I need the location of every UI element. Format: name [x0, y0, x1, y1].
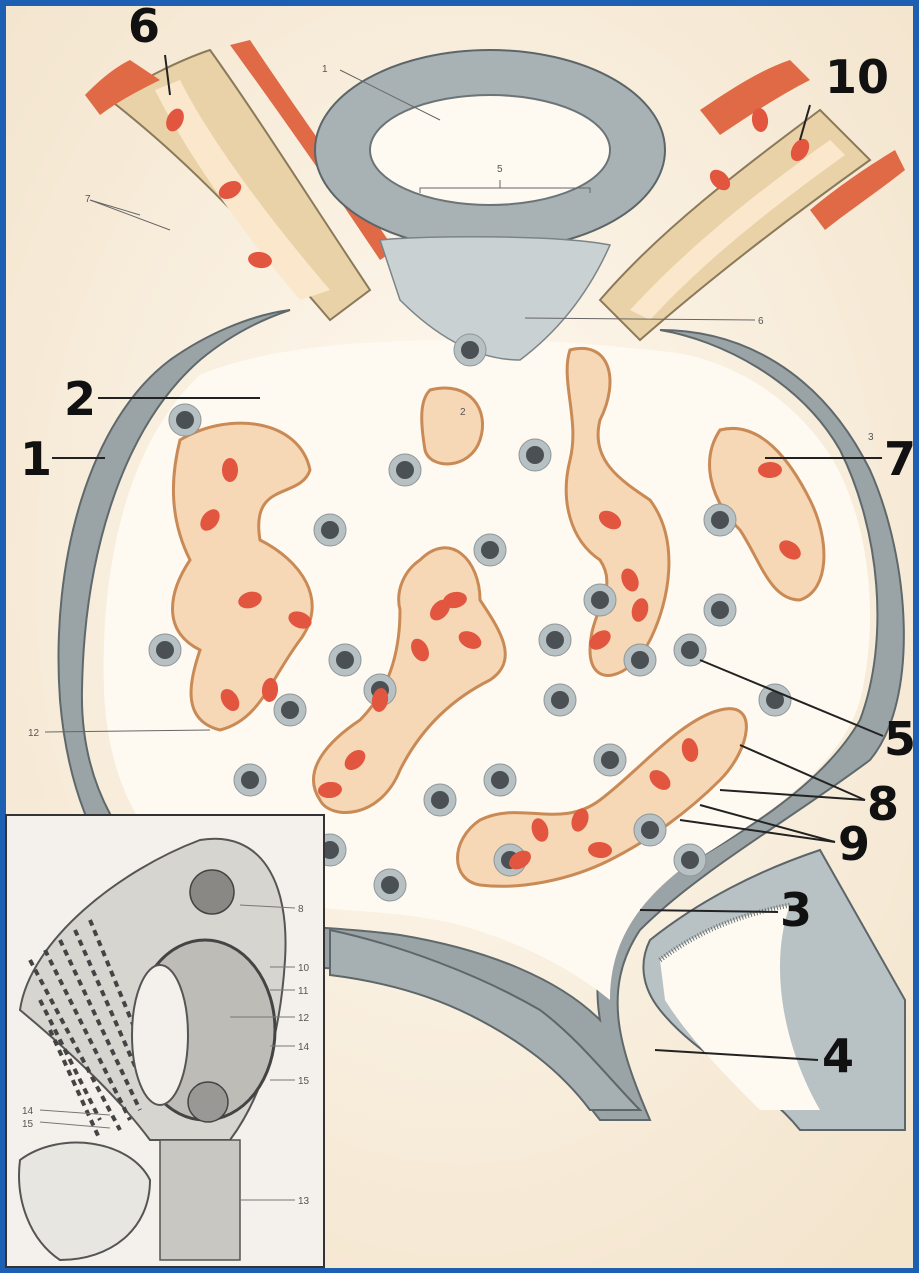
podocyte-nucleus-10 — [526, 446, 544, 464]
distal-tubule — [315, 50, 665, 250]
label-3: 3 — [780, 883, 812, 937]
podocyte-nucleus-0 — [176, 411, 194, 429]
podocyte-nucleus-9 — [546, 631, 564, 649]
label-5: 5 — [884, 712, 916, 766]
podocyte-nucleus-21 — [681, 851, 699, 869]
podocyte-nucleus-26 — [551, 691, 569, 709]
label-8: 8 — [867, 777, 899, 831]
label-6: 6 — [128, 0, 160, 53]
podocyte-nucleus-5 — [396, 461, 414, 479]
inset-label-12: 12 — [298, 1013, 310, 1024]
inset-capillary-lumen — [132, 965, 188, 1105]
podocyte-nucleus-4 — [461, 341, 479, 359]
podocyte-nucleus-12 — [631, 651, 649, 669]
inset-erythrocyte — [188, 1082, 228, 1122]
podocyte-3d-inset: 8 10 11 12 14 15 14 15 13 — [6, 815, 324, 1267]
inset-label-14: 14 — [298, 1042, 310, 1053]
inset-label-14b: 14 — [22, 1106, 34, 1117]
inset-nucleus — [190, 870, 234, 914]
label-9: 9 — [838, 817, 870, 871]
podocyte-nucleus-11 — [591, 591, 609, 609]
label-2: 2 — [64, 372, 96, 426]
inset-label-8: 8 — [298, 904, 304, 915]
podocyte-nucleus-15 — [711, 511, 729, 529]
small-label-2: 2 — [460, 407, 466, 418]
label-1: 1 — [20, 432, 52, 486]
podocyte-nucleus-8 — [481, 541, 499, 559]
podocyte-nucleus-2 — [156, 641, 174, 659]
podocyte-nucleus-16 — [711, 601, 729, 619]
capillary-loop-center-small — [422, 388, 483, 464]
inset-label-15: 15 — [298, 1076, 310, 1087]
podocyte-nucleus-23 — [381, 876, 399, 894]
inset-label-11: 11 — [298, 986, 309, 997]
inset-mesangium — [160, 1140, 240, 1260]
small-label-12: 12 — [28, 728, 40, 739]
podocyte-nucleus-24 — [241, 771, 259, 789]
label-4: 4 — [822, 1029, 854, 1083]
inset-label-13: 13 — [298, 1196, 310, 1207]
podocyte-nucleus-1 — [321, 521, 339, 539]
podocyte-nucleus-25 — [431, 791, 449, 809]
podocyte-nucleus-3 — [281, 701, 299, 719]
podocyte-nucleus-13 — [601, 751, 619, 769]
podocyte-nucleus-6 — [336, 651, 354, 669]
small-label-6: 6 — [758, 316, 764, 327]
podocyte-nucleus-14 — [681, 641, 699, 659]
small-label-3: 3 — [868, 432, 874, 443]
label-10: 10 — [825, 50, 889, 104]
inset-label-15b: 15 — [22, 1119, 34, 1130]
podocyte-nucleus-20 — [641, 821, 659, 839]
small-label-7: 7 — [85, 194, 91, 205]
small-label-5: 5 — [497, 164, 503, 175]
small-label-1: 1 — [322, 64, 328, 75]
label-7: 7 — [884, 432, 916, 486]
inset-label-10: 10 — [298, 963, 310, 974]
podocyte-nucleus-18 — [491, 771, 509, 789]
erythrocyte-0 — [222, 458, 238, 482]
